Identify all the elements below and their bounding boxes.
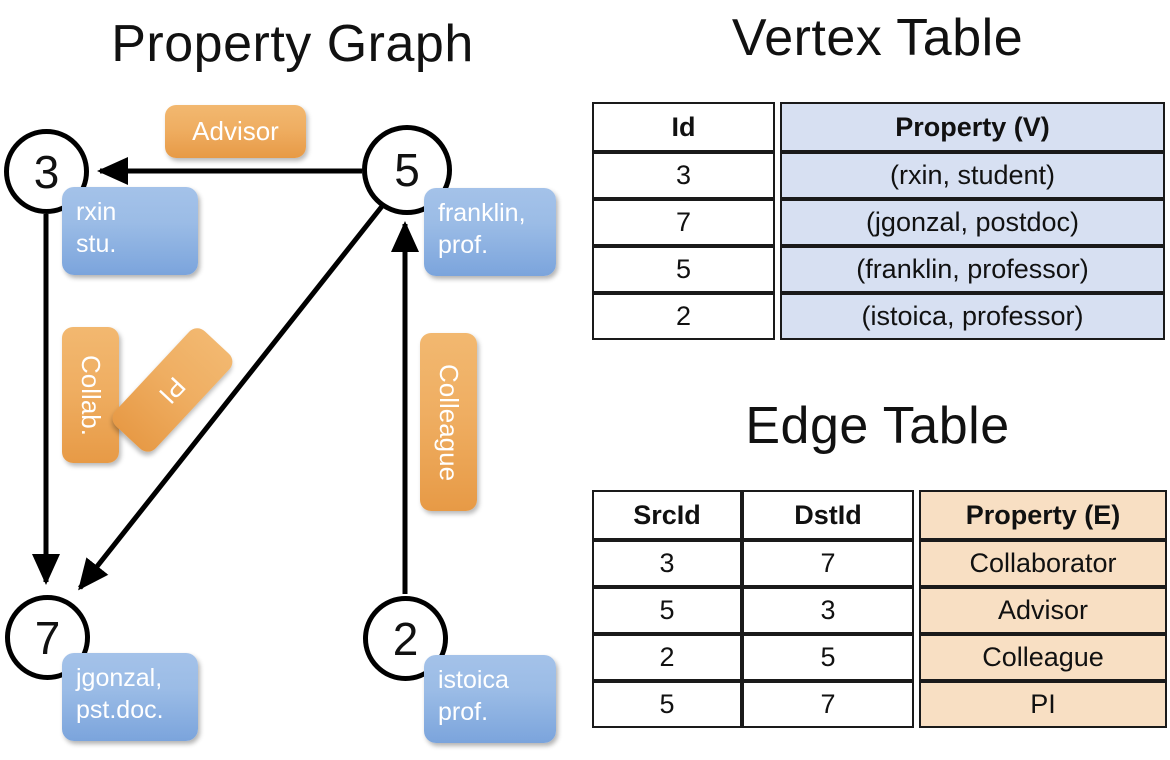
vertex-table-column-gap xyxy=(775,102,780,152)
table-row[interactable]: 5 3 Advisor xyxy=(592,587,1167,634)
edge-row-0-src: 3 xyxy=(592,540,742,587)
table-row[interactable]: 5 (franklin, professor) xyxy=(592,246,1165,293)
vertex-row-2-id: 5 xyxy=(592,246,775,293)
table-row[interactable]: 5 7 PI xyxy=(592,681,1167,728)
vertex-table-column-gap xyxy=(775,246,780,293)
page-title-property-graph: Property Graph xyxy=(111,15,474,73)
graph-node-3-label: 3 xyxy=(33,145,60,198)
edge-row-2-dst: 5 xyxy=(742,634,914,681)
edge-row-3-src: 5 xyxy=(592,681,742,728)
edge-table-column-gap xyxy=(914,634,919,681)
graph-node-2-label: 2 xyxy=(392,612,419,665)
node-property-rxin-line2: stu. xyxy=(76,230,117,258)
edge-row-2-src: 2 xyxy=(592,634,742,681)
node-property-istoica-line1: istoica xyxy=(438,666,509,694)
vertex-table-column-gap xyxy=(775,293,780,340)
node-property-istoica-line2: prof. xyxy=(438,698,489,726)
vertex-table-header-id: Id xyxy=(592,102,775,152)
edge-label-collab-text: Collab. xyxy=(76,354,106,436)
table-row[interactable]: 7 (jgonzal, postdoc) xyxy=(592,199,1165,246)
vertex-row-1-id: 7 xyxy=(592,199,775,246)
edge-label-pi-text: PI xyxy=(153,371,193,410)
edge-pi-5-to-7 xyxy=(78,203,385,591)
edge-table-header-dstid: DstId xyxy=(742,490,914,540)
edge-row-3-property: PI xyxy=(919,681,1167,728)
edge-table-column-gap xyxy=(914,587,919,634)
page-title-vertex-table: Vertex Table xyxy=(731,9,1024,67)
vertex-table-header-row: Id Property (V) xyxy=(592,102,1165,152)
edge-row-1-dst: 3 xyxy=(742,587,914,634)
edge-row-3-dst: 7 xyxy=(742,681,914,728)
edge-label-colleague[interactable]: Colleague xyxy=(420,333,477,511)
node-property-franklin-line1: franklin, xyxy=(438,199,526,227)
vertex-row-0-id: 3 xyxy=(592,152,775,199)
edge-table: SrcId DstId Property (E) 3 7 Collaborato… xyxy=(592,490,1167,728)
edge-row-1-src: 5 xyxy=(592,587,742,634)
vertex-row-0-property: (rxin, student) xyxy=(780,152,1165,199)
graph-node-2[interactable]: 2 xyxy=(363,596,448,681)
edge-label-advisor-text: Advisor xyxy=(192,116,279,146)
graph-edges-svg xyxy=(31,156,420,594)
table-row[interactable]: 3 7 Collaborator xyxy=(592,540,1167,587)
vertex-row-2-property: (franklin, professor) xyxy=(780,246,1165,293)
edge-row-2-property: Colleague xyxy=(919,634,1167,681)
vertex-table-header-property: Property (V) xyxy=(780,102,1165,152)
edge-table-header-row: SrcId DstId Property (E) xyxy=(592,490,1167,540)
property-graph-diagram: 3 5 7 2 rxin stu. franklin, prof. jgonza… xyxy=(4,105,556,743)
node-property-box-franklin[interactable]: franklin, prof. xyxy=(424,188,556,276)
edge-table-header-srcid: SrcId xyxy=(592,490,742,540)
graph-node-5-label: 5 xyxy=(394,144,420,196)
graph-node-7-label: 7 xyxy=(34,611,61,664)
table-row[interactable]: 2 5 Colleague xyxy=(592,634,1167,681)
edge-label-colleague-text: Colleague xyxy=(434,363,464,481)
node-property-box-rxin[interactable]: rxin stu. xyxy=(62,187,198,275)
vertex-table-column-gap xyxy=(775,152,780,199)
node-property-franklin-line2: prof. xyxy=(438,231,489,259)
edge-row-1-property: Advisor xyxy=(919,587,1167,634)
vertex-row-3-property: (istoica, professor) xyxy=(780,293,1165,340)
node-property-jgonzal-line2: pst.doc. xyxy=(76,696,164,724)
edge-table-column-gap xyxy=(914,681,919,728)
table-row[interactable]: 3 (rxin, student) xyxy=(592,152,1165,199)
edge-table-column-gap xyxy=(914,490,919,540)
vertex-row-1-property: (jgonzal, postdoc) xyxy=(780,199,1165,246)
edge-label-collab[interactable]: Collab. xyxy=(62,327,119,463)
node-property-box-jgonzal[interactable]: jgonzal, pst.doc. xyxy=(62,653,198,741)
node-property-rxin-line1: rxin xyxy=(76,198,117,226)
node-property-jgonzal-line1: jgonzal, xyxy=(76,664,163,692)
vertex-row-3-id: 2 xyxy=(592,293,775,340)
edge-table-header-property: Property (E) xyxy=(919,490,1167,540)
node-property-box-istoica[interactable]: istoica prof. xyxy=(424,655,556,743)
edge-label-advisor[interactable]: Advisor xyxy=(165,105,306,158)
page-title-edge-table: Edge Table xyxy=(745,397,1010,455)
table-row[interactable]: 2 (istoica, professor) xyxy=(592,293,1165,340)
edge-row-0-property: Collaborator xyxy=(919,540,1167,587)
edge-table-column-gap xyxy=(914,540,919,587)
graph-node-5[interactable]: 5 xyxy=(362,125,452,215)
vertex-table-column-gap xyxy=(775,199,780,246)
vertex-table: Id Property (V) 3 (rxin, student) 7 (jgo… xyxy=(592,102,1165,340)
edge-row-0-dst: 7 xyxy=(742,540,914,587)
